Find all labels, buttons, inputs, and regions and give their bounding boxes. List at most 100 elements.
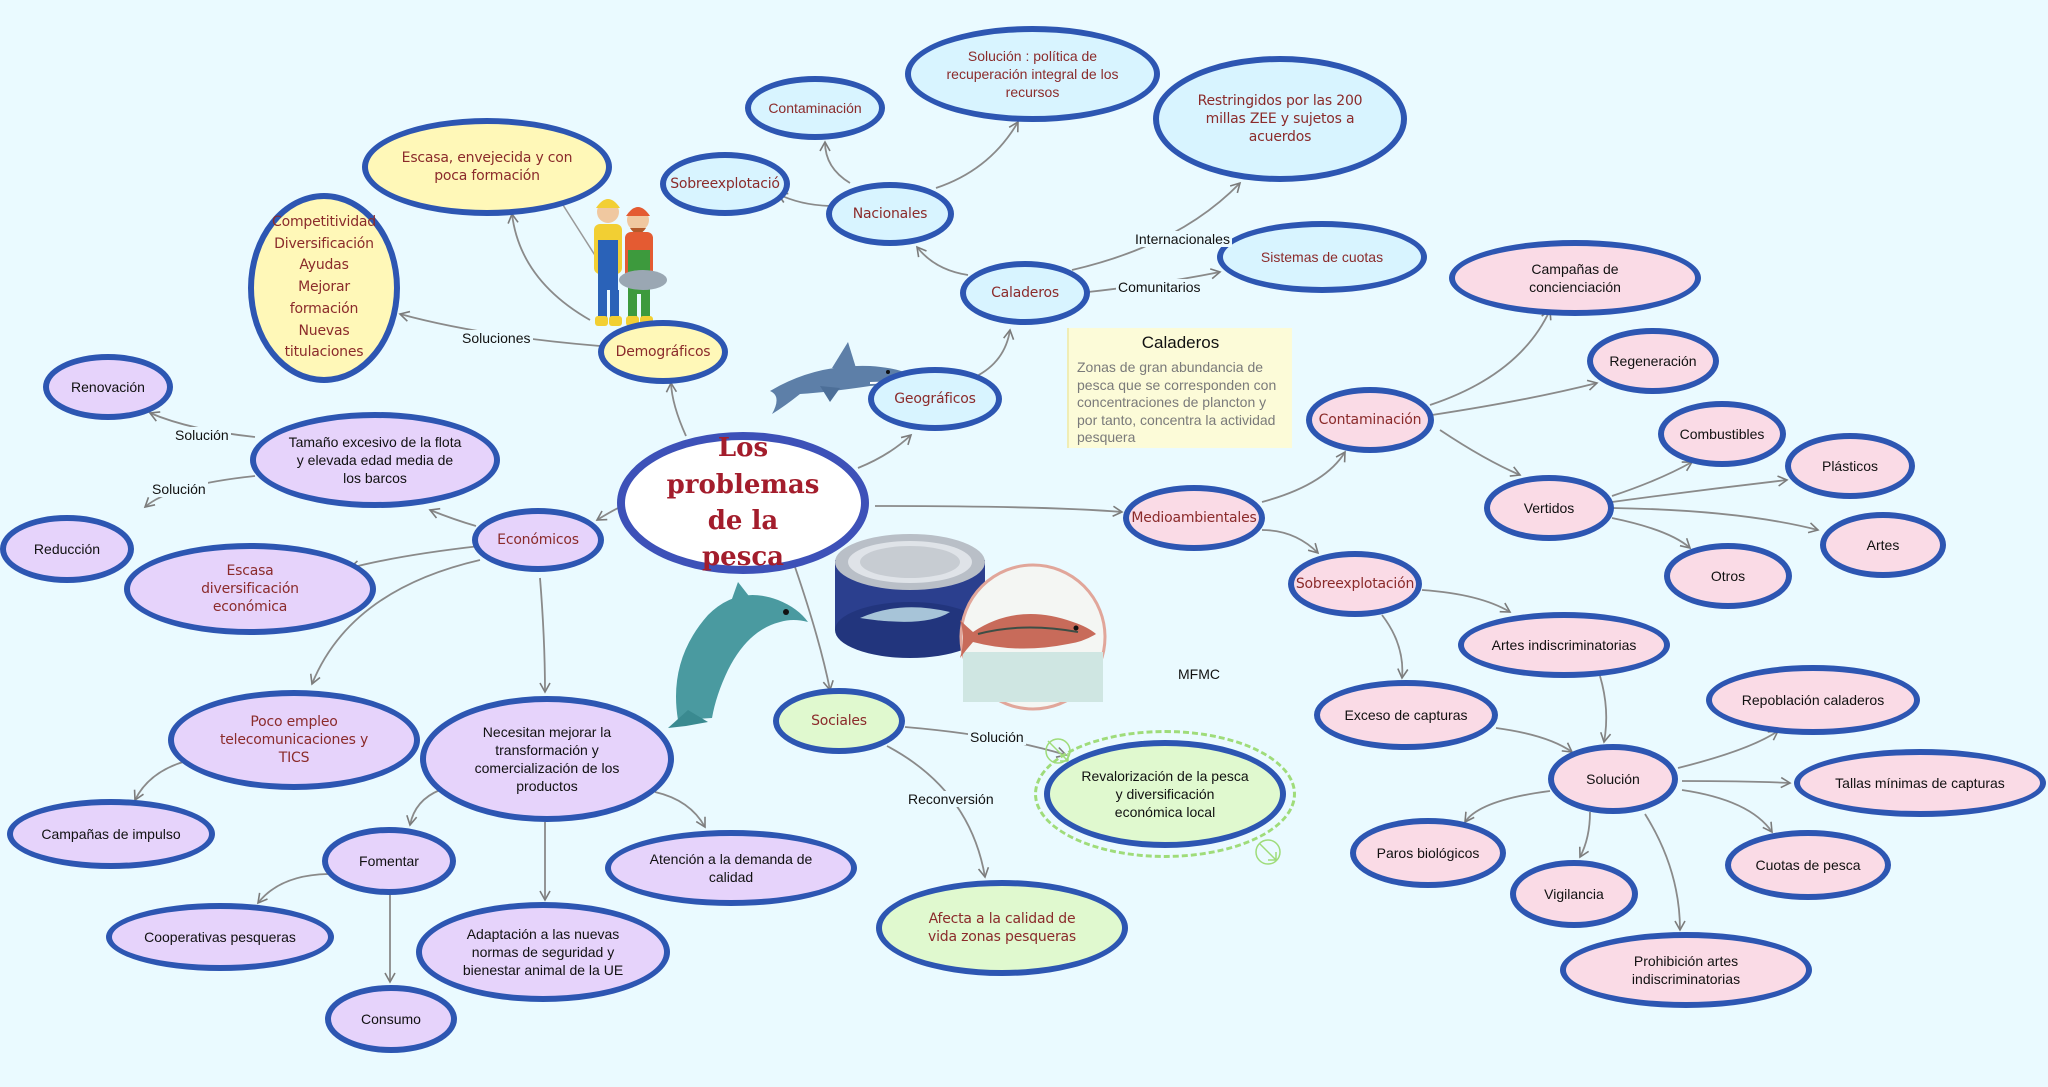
edge-vert-plasticos [1611, 475, 1789, 503]
node-escasa-envejecida[interactable]: Escasa, envejecida y con poca formación [362, 118, 612, 216]
node-cooperativas[interactable]: Cooperativas pesqueras [106, 903, 334, 971]
node-nacionales[interactable]: Nacionales [826, 182, 954, 246]
node-exceso-capturas[interactable]: Exceso de capturas [1314, 680, 1498, 750]
node-adaptacion[interactable]: Adaptación a las nuevas normas de seguri… [416, 902, 670, 1002]
edge-label-comunitarios: Comunitarios [1116, 279, 1203, 295]
edge-cal-restringidos [1071, 181, 1242, 271]
edge-nac-sobre [776, 192, 831, 207]
edge-sol-paros [1464, 790, 1551, 824]
edge-eco-escasa [348, 545, 481, 572]
edge-contam-campanas [1429, 308, 1552, 406]
edge-label-solucion-sociales: Solución [968, 729, 1026, 745]
node-economicos[interactable]: Económicos [472, 508, 604, 572]
edge-label-internacionales: Internacionales [1133, 231, 1232, 247]
edge-vert-combustibles [1611, 461, 1694, 497]
edge-med-contam [1261, 450, 1346, 503]
edge-center-medioambientales [874, 505, 1124, 517]
edge-fom-coop [256, 873, 329, 905]
node-prohibicion-artes[interactable]: Prohibición artes indiscriminatorias [1560, 932, 1812, 1008]
node-demograficos[interactable]: Demográficos [598, 320, 728, 384]
edge-contam-regen [1431, 379, 1599, 416]
edge-poco-campanas [133, 759, 191, 802]
node-soluciones-demograficos[interactable]: Competitividad Diversificación Ayudas Me… [248, 193, 400, 383]
edge-sobre-artes [1421, 589, 1512, 613]
node-sobreexplotacio[interactable]: Sobreexplotació [660, 152, 790, 216]
node-atencion-demanda[interactable]: Atención a la demanda de calidad [605, 830, 857, 906]
center-topic[interactable]: Los problemas de la pesca [617, 432, 869, 574]
node-plasticos[interactable]: Plásticos [1785, 433, 1915, 499]
node-restringidos[interactable]: Restringidos por las 200 millas ZEE y su… [1153, 56, 1407, 182]
node-vertidos[interactable]: Vertidos [1484, 475, 1614, 541]
edge-label-soluciones: Soluciones [460, 330, 533, 346]
sticker-icon [1255, 839, 1281, 865]
node-otros[interactable]: Otros [1664, 543, 1792, 609]
node-medioambientales[interactable]: Medioambientales [1123, 485, 1265, 551]
edge-center-sociales [794, 566, 834, 692]
node-consumo[interactable]: Consumo [325, 985, 457, 1053]
edge-label-reconversion: Reconversión [906, 791, 996, 807]
shark-icon [770, 342, 912, 414]
caladeros-note[interactable]: Caladeros Zonas de gran abundancia de pe… [1067, 328, 1292, 448]
edge-nec-fomentar [406, 789, 441, 827]
node-paros-biologicos[interactable]: Paros biológicos [1350, 818, 1506, 888]
dolphin-icon [668, 582, 808, 728]
node-artes-indiscriminatorias[interactable]: Artes indiscriminatorias [1458, 612, 1670, 678]
node-tallas-minimas[interactable]: Tallas mínimas de capturas [1794, 749, 2046, 817]
salmon-icon [959, 563, 1107, 711]
edge-sol-cuotas [1681, 789, 1773, 834]
node-renovacion[interactable]: Renovación [43, 354, 173, 420]
node-necesitan-mejorar[interactable]: Necesitan mejorar la transformación y co… [420, 696, 674, 822]
node-vigilancia[interactable]: Vigilancia [1510, 860, 1638, 928]
tuna-can-icon [835, 534, 985, 658]
node-repoblacion[interactable]: Repoblación caladeros [1706, 665, 1920, 735]
edge-geo-caladeros [974, 328, 1015, 378]
node-solucion-medio[interactable]: Solución [1548, 744, 1678, 814]
edge-label-solucion-reduccion: Solución [150, 481, 208, 497]
edge-soc-afecta [886, 745, 990, 879]
node-solucion-politica[interactable]: Solución : política de recuperación inte… [905, 26, 1160, 122]
edge-center-demograficos [665, 381, 687, 437]
edge-sobre-exceso [1381, 614, 1409, 680]
node-artes[interactable]: Artes [1820, 512, 1946, 578]
edge-cal-nacionales [915, 245, 969, 276]
edge-artes-solucion [1599, 675, 1612, 744]
node-escasa-diversificacion[interactable]: Escasa diversificación económica [124, 543, 376, 635]
edge-eco-poco [309, 559, 481, 686]
edge-nac-solucion [935, 120, 1019, 189]
note-title: Caladeros [1141, 333, 1220, 352]
edge-label-solucion-renovacion: Solución [173, 427, 231, 443]
node-campanas-impulso[interactable]: Campañas de impulso [7, 799, 215, 869]
node-fomentar[interactable]: Fomentar [322, 827, 456, 895]
node-poco-empleo[interactable]: Poco empleo telecomunicaciones y TICS [168, 690, 420, 790]
node-sistemas-cuotas[interactable]: Sistemas de cuotas [1217, 221, 1427, 293]
node-contaminacion-nacional[interactable]: Contaminación [745, 76, 885, 140]
node-campanas-concienciacion[interactable]: Campañas de concienciación [1449, 240, 1701, 316]
edge-dem-escasa [507, 212, 591, 321]
node-combustibles[interactable]: Combustibles [1658, 401, 1786, 467]
note-body: Zonas de gran abundancia de pesca que se… [1077, 359, 1277, 445]
edge-vert-otros [1611, 517, 1692, 550]
author-initials: MFMC [1178, 666, 1220, 682]
node-tamano-flota[interactable]: Tamaño excesivo de la flota y elevada ed… [250, 412, 500, 508]
edge-vert-artes [1611, 507, 1820, 534]
node-contaminacion-medio[interactable]: Contaminación [1306, 387, 1434, 453]
node-revalorizacion[interactable]: Revalorización de la pesca y diversifica… [1044, 740, 1286, 848]
edge-center-geograficos [857, 433, 913, 469]
fishermen-icon [562, 199, 667, 326]
edge-med-sobre [1261, 529, 1320, 555]
edge-nac-contam [819, 140, 851, 184]
node-geograficos[interactable]: Geográficos [868, 367, 1002, 431]
edge-sol-tallas [1681, 776, 1792, 789]
node-afecta-calidad[interactable]: Afecta a la calidad de vida zonas pesque… [876, 880, 1128, 976]
node-caladeros[interactable]: Caladeros [960, 261, 1090, 325]
edge-exceso-solucion [1495, 727, 1574, 753]
node-cuotas-pesca[interactable]: Cuotas de pesca [1725, 830, 1891, 900]
node-sociales[interactable]: Sociales [773, 688, 905, 754]
node-regeneracion[interactable]: Regeneración [1587, 328, 1719, 394]
node-sobreexplotacion-medio[interactable]: Sobreexplotación [1288, 551, 1422, 617]
selection-outline [1034, 730, 1296, 858]
edge-nec-atencion [654, 791, 706, 829]
edge-sol-prohibicion [1644, 813, 1686, 932]
edge-sol-vigilancia [1578, 811, 1591, 859]
node-reduccion[interactable]: Reducción [0, 515, 134, 583]
